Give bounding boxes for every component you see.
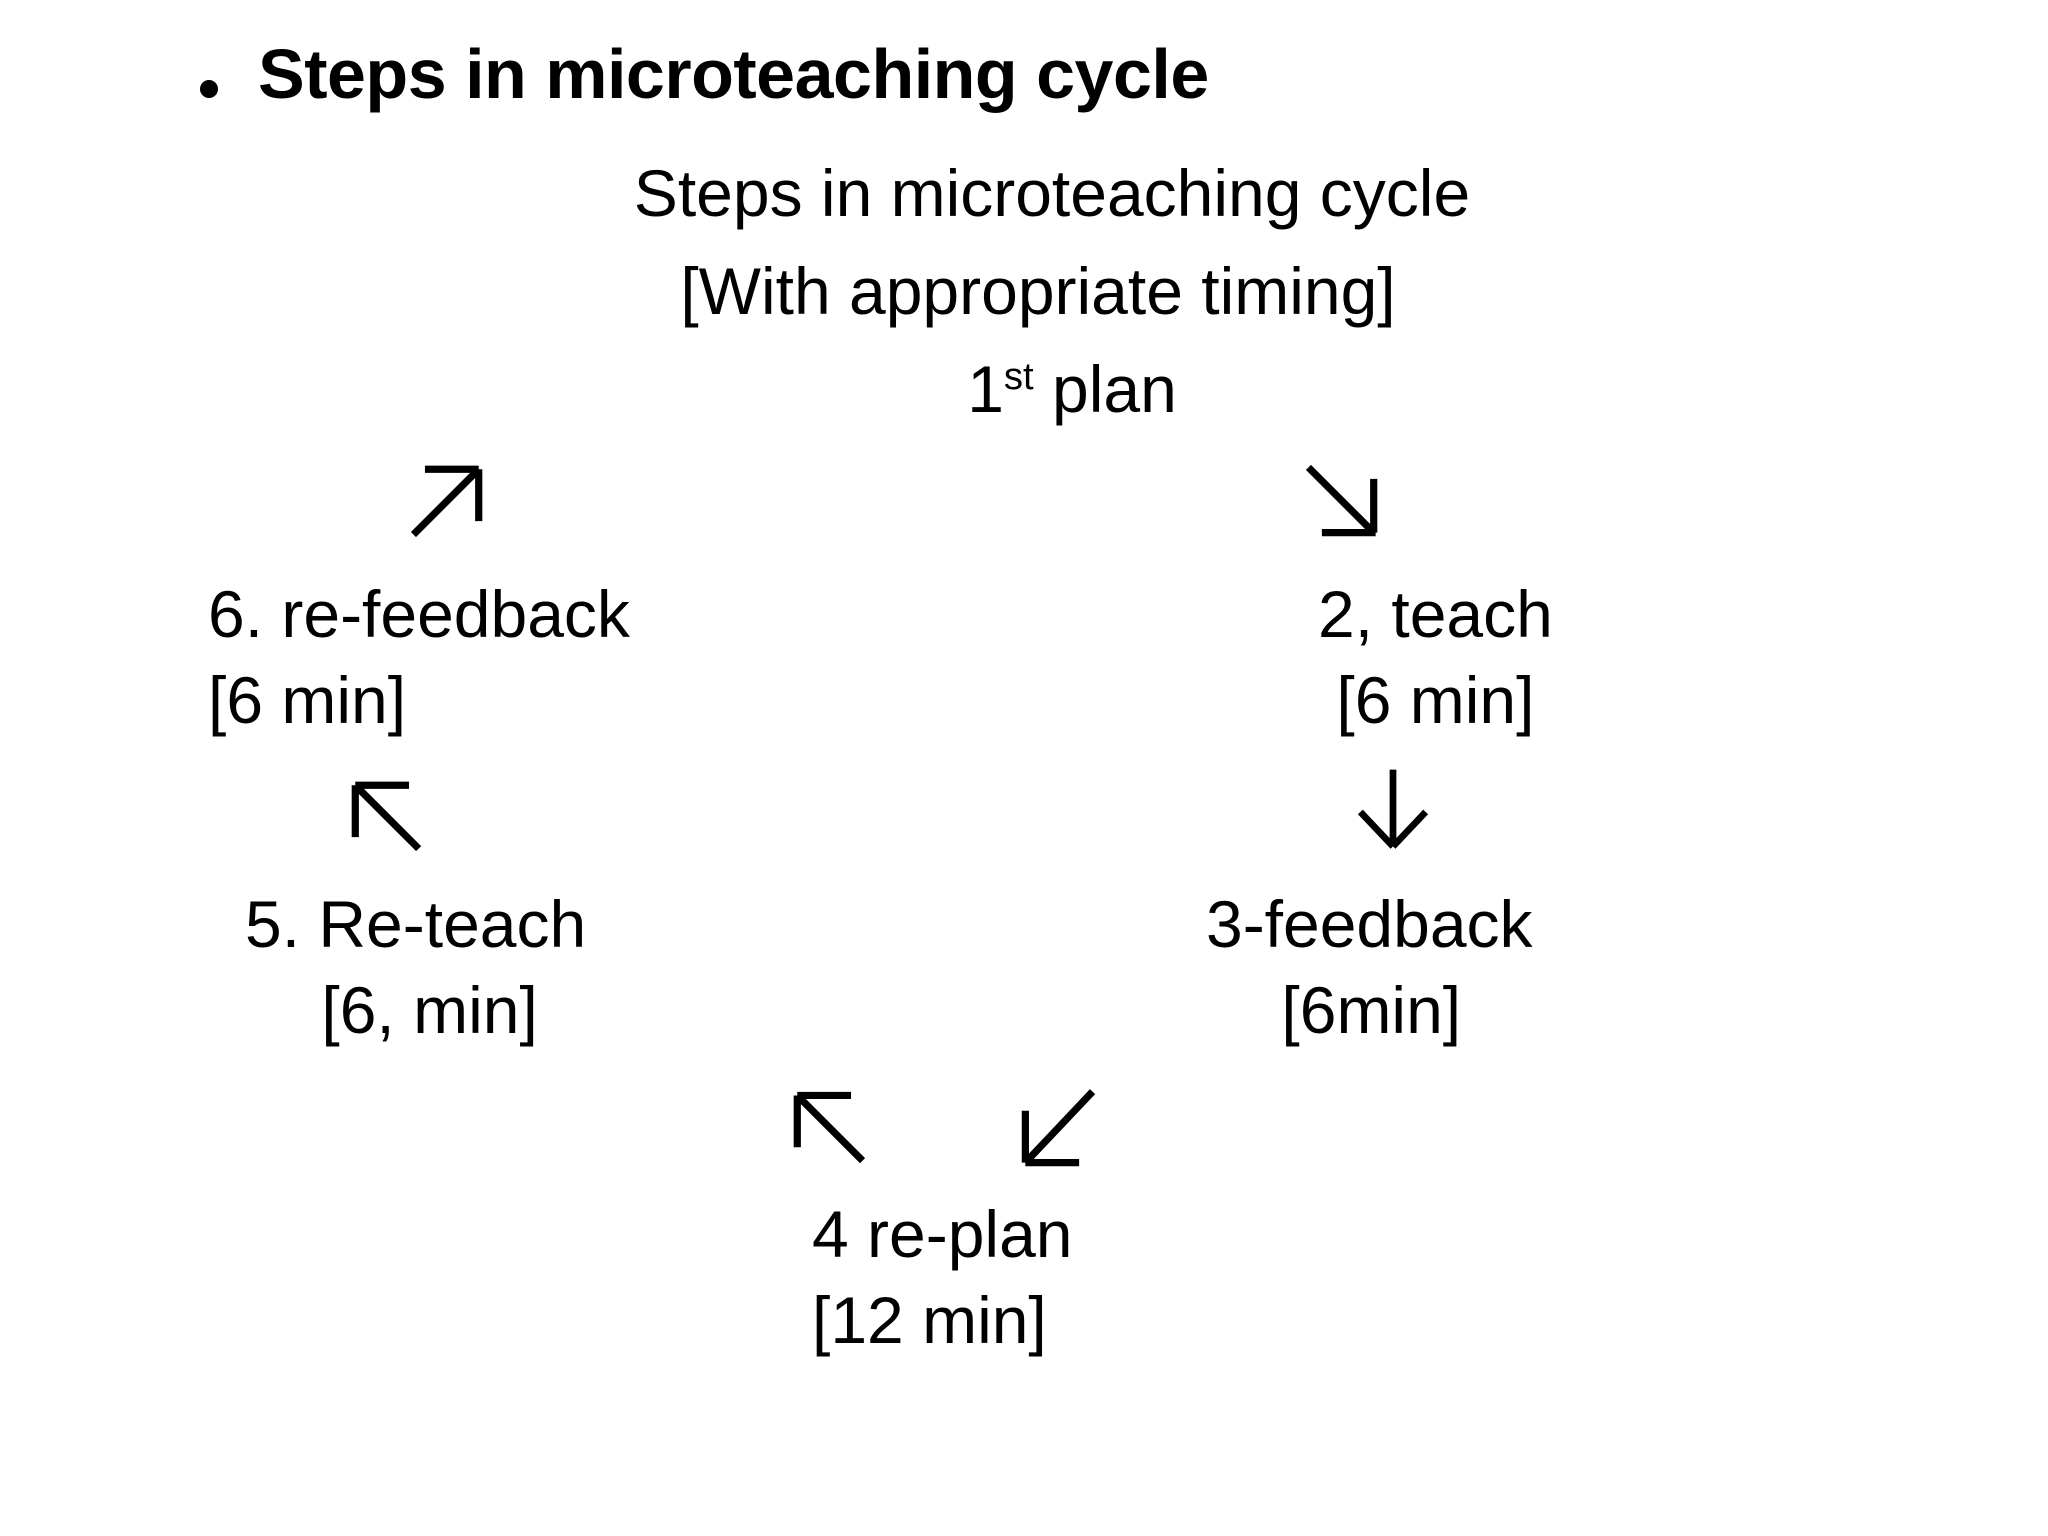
node-2-teach: 2, teach [6 min] bbox=[1318, 572, 1553, 744]
node-1-ordinal-suffix: st bbox=[1003, 355, 1034, 398]
node-6-re-feedback: 6. re-feedback [6 min] bbox=[208, 572, 630, 744]
subtitle-line-1: Steps in microteaching cycle bbox=[633, 156, 1471, 230]
node-5-re-teach: 5. Re-teach [6, min] bbox=[245, 882, 586, 1054]
node-3-title: 3-feedback bbox=[1206, 887, 1533, 961]
node-1-label: plan bbox=[1033, 352, 1177, 426]
arrow-up-left-icon bbox=[780, 1082, 876, 1178]
node-5-title: 5. Re-teach bbox=[245, 887, 587, 961]
node-4-title: 4 re-plan bbox=[812, 1197, 1073, 1271]
arrow-up-left-icon bbox=[338, 768, 434, 864]
slide-heading: Steps in microteaching cycle bbox=[200, 35, 1209, 113]
arrow-up-right-icon bbox=[400, 452, 496, 548]
node-6-duration: [6 min] bbox=[208, 662, 407, 737]
node-3-feedback: 3-feedback [6min] bbox=[1206, 882, 1533, 1054]
node-1-start: 1st plan bbox=[0, 356, 2048, 422]
arrow-down-left-icon bbox=[1010, 1082, 1106, 1178]
node-5-duration: [6, min] bbox=[321, 972, 538, 1047]
heading-title: Steps in microteaching cycle bbox=[258, 35, 1209, 113]
arrow-down-icon bbox=[1345, 762, 1441, 858]
node-2-duration: [6 min] bbox=[1336, 662, 1535, 737]
bullet-point-icon bbox=[200, 80, 218, 98]
node-2-title: 2, teach bbox=[1318, 577, 1553, 651]
arrow-down-right-icon bbox=[1295, 452, 1391, 548]
node-4-duration: [12 min] bbox=[812, 1282, 1047, 1357]
node-6-title: 6. re-feedback bbox=[208, 577, 630, 651]
node-3-duration: [6min] bbox=[1281, 972, 1462, 1047]
node-1-number: 1 bbox=[967, 352, 1004, 426]
subtitle-line-2: [With appropriate timing] bbox=[680, 254, 1396, 328]
node-4-re-plan: 4 re-plan [12 min] bbox=[812, 1192, 1073, 1364]
